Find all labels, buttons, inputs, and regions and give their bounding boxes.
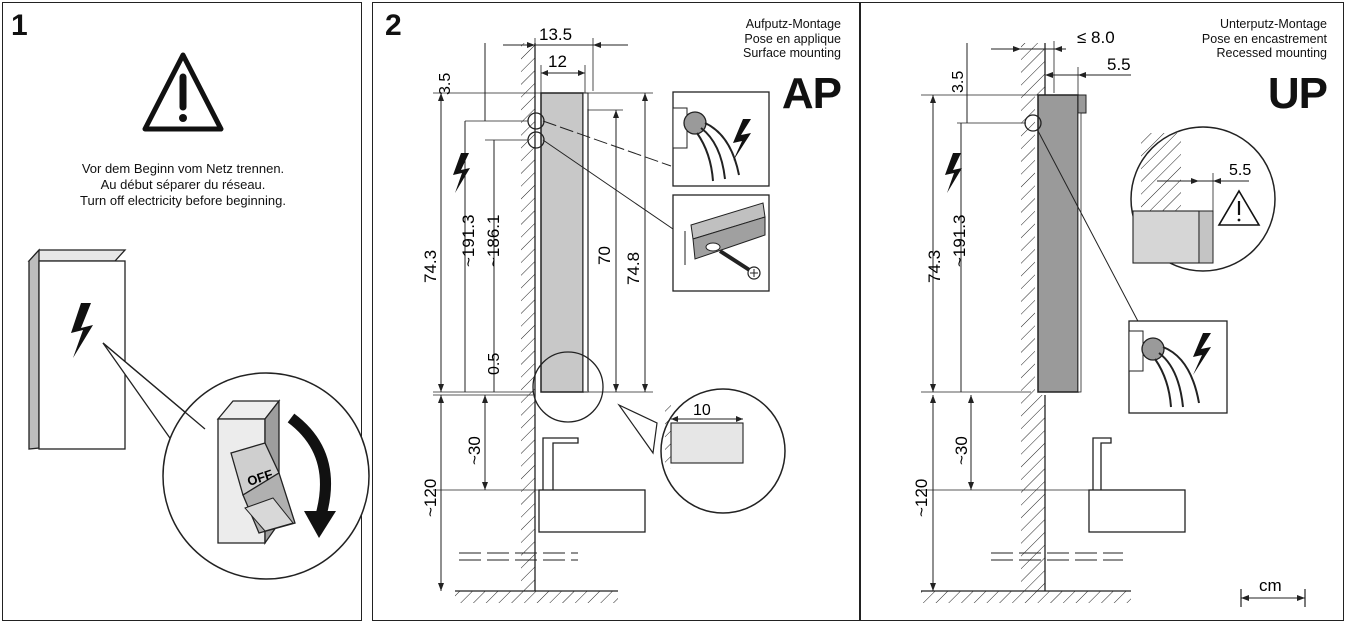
warning-line-de: Vor dem Beginn vom Netz trennen. (81, 161, 285, 176)
dim-3-5: 3.5 (437, 73, 454, 95)
switch-box (27, 248, 127, 450)
step-number: 2 (385, 9, 402, 42)
unit-label: cm (1259, 576, 1282, 595)
dim-5-5: 5.5 (1107, 55, 1131, 74)
rotate-arrow-icon (287, 413, 336, 538)
mounting-caption: Unterputz-Montage Pose en encastrement R… (1202, 17, 1327, 61)
dim-120: ~120 (421, 479, 440, 517)
lightning-bolt-icon (945, 153, 962, 193)
panel-1-disconnect: 1 OFF (2, 2, 370, 621)
panel-3-drawing: ≤ 8.0 5.5 3.5 74.3 ~191.3 5.5 (912, 28, 1306, 607)
cable-gland-icon (1128, 330, 1200, 408)
mounting-type-badge: UP (1267, 69, 1328, 118)
dim-191-3: ~191.3 (950, 215, 969, 267)
dim-120: ~120 (912, 479, 931, 517)
panel-2-surface-mounting: 2 Aufputz-Montage Pose en applique Surfa… (372, 2, 860, 621)
cable-detail (1128, 320, 1228, 414)
dim-0-5: 0.5 (486, 353, 503, 375)
wash-basin (538, 437, 646, 533)
caption-de: Aufputz-Montage (745, 17, 841, 31)
floor-hatch (921, 591, 1131, 603)
caption-de: Unterputz-Montage (1219, 17, 1327, 31)
dim-le-8-0: ≤ 8.0 (1077, 28, 1115, 47)
dim-30: ~30 (465, 436, 484, 465)
floor-hatch (455, 591, 618, 603)
warning-triangle-icon (1217, 189, 1261, 226)
cable-gland-icon (672, 107, 740, 182)
dim-5-5-detail: 5.5 (1229, 162, 1251, 179)
caption-fr: Pose en encastrement (1201, 31, 1327, 46)
dim-74-3: 74.3 (421, 250, 440, 283)
dim-10: 10 (693, 402, 711, 419)
cabinet-body (540, 92, 584, 393)
warning-text: Vor dem Beginn vom Netz trennen. Au débu… (3, 161, 363, 209)
wall-hatch (1021, 43, 1035, 591)
dim-191-3: ~191.3 (459, 215, 478, 267)
warning-triangle-icon (142, 52, 224, 132)
mounting-type-badge: AP (781, 69, 842, 118)
cable-detail (672, 91, 770, 187)
dim-13-5: 13.5 (539, 25, 572, 44)
dim-12: 12 (548, 52, 567, 71)
lightning-bolt-icon (453, 153, 470, 193)
caption-en: Surface mounting (743, 46, 841, 60)
warning-line-en: Turn off electricity before beginning. (80, 193, 286, 208)
switch-detail (216, 399, 296, 546)
caption-fr: Pose en applique (744, 31, 841, 46)
unit-indicator: cm (1240, 576, 1306, 607)
panel-2-drawing: 13.5 12 3.5 74.3 ~191.3 ~186.1 0.5 70 74… (421, 25, 786, 603)
dim-74-3: 74.3 (925, 250, 944, 283)
dim-186-1: ~186.1 (484, 215, 503, 267)
lightning-bolt-icon (1193, 333, 1211, 375)
dim-3-5: 3.5 (950, 71, 967, 93)
dim-30: ~30 (952, 436, 971, 465)
cabinet-body (1037, 94, 1079, 393)
wall-hatch (521, 43, 535, 591)
warning-line-fr: Au début séparer du réseau. (100, 177, 266, 192)
panel-1-drawing: OFF (27, 52, 370, 580)
wash-basin (1088, 437, 1186, 533)
lightning-bolt-icon (71, 303, 93, 358)
screw-icon (684, 202, 766, 280)
dim-74-8: 74.8 (624, 252, 643, 285)
step-number: 1 (11, 9, 28, 42)
panel-3-recessed-mounting: Unterputz-Montage Pose en encastrement R… (860, 2, 1344, 621)
mounting-caption: Aufputz-Montage Pose en applique Surface… (743, 17, 841, 61)
caption-en: Recessed mounting (1216, 46, 1327, 60)
lightning-bolt-icon (733, 119, 751, 161)
dim-70: 70 (595, 246, 614, 265)
